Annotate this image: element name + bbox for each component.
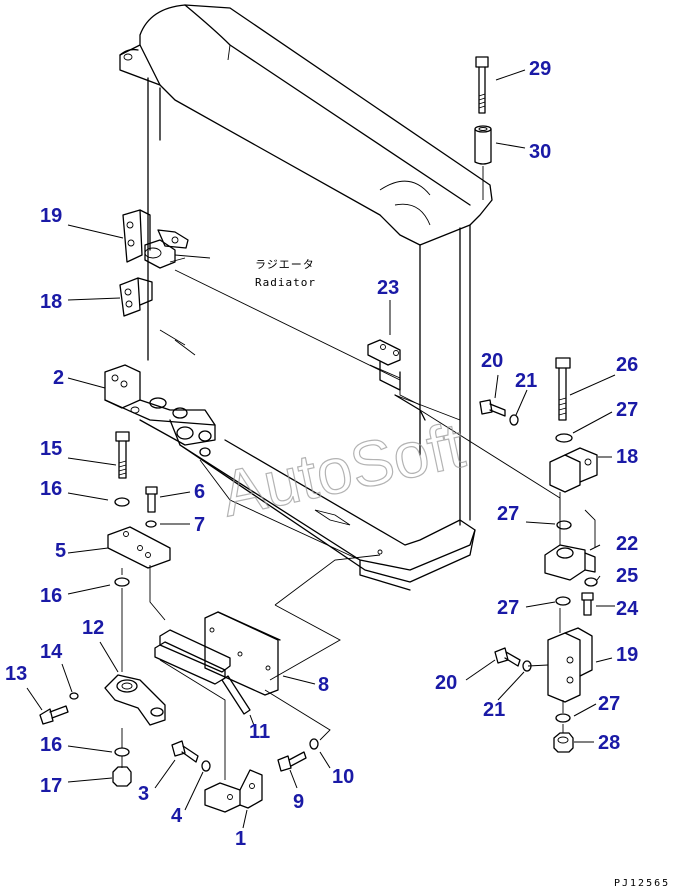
upper-left-bracket <box>119 209 211 317</box>
washer-14 <box>69 692 79 700</box>
callout-2: 2 <box>53 367 64 389</box>
callout-19b: 19 <box>616 644 638 666</box>
bolt-3 <box>171 740 199 763</box>
collar-30 <box>474 125 492 165</box>
callout-20b: 20 <box>435 672 457 694</box>
callout-21b: 21 <box>483 699 505 721</box>
callout-5: 5 <box>55 540 66 562</box>
nut-17 <box>112 766 132 787</box>
callout-22: 22 <box>616 533 638 555</box>
radiator-label-jp: ラジエータ <box>255 258 315 271</box>
callout-11: 11 <box>249 721 270 743</box>
bolt-20-top <box>479 399 506 417</box>
bolt-15 <box>115 431 130 479</box>
callout-25: 25 <box>616 565 638 587</box>
bracket-19-right <box>547 627 593 703</box>
callout-12: 12 <box>82 617 104 639</box>
plate-5 <box>107 526 171 569</box>
bolt-20-bottom <box>494 647 521 667</box>
callout-17: 17 <box>40 775 62 797</box>
bolt-9 <box>277 751 307 772</box>
washer-10 <box>309 738 319 750</box>
callout-8: 8 <box>318 674 329 696</box>
callout-23: 23 <box>377 277 399 299</box>
callout-28: 28 <box>598 732 620 754</box>
callout-15: 15 <box>40 438 62 460</box>
callout-30: 30 <box>529 141 551 163</box>
callout-27b: 27 <box>497 503 519 525</box>
callout-13: 13 <box>5 663 27 685</box>
bolt-26 <box>555 357 571 421</box>
bolt-24 <box>581 592 594 616</box>
bolt-13 <box>39 705 69 725</box>
radiator-label-en: Radiator <box>255 276 316 289</box>
callout-27d: 27 <box>598 693 620 715</box>
callout-7: 7 <box>194 514 205 536</box>
callout-18a: 18 <box>40 291 62 313</box>
callout-numbers: 1 2 3 4 5 6 7 8 9 10 11 12 13 14 15 16 1… <box>5 58 639 850</box>
callout-leaders <box>26 69 616 829</box>
washer-16-a <box>114 497 130 507</box>
drawing-code: PJ12565 <box>614 878 670 889</box>
washer-4 <box>201 760 211 772</box>
callout-4: 4 <box>171 805 183 827</box>
callout-10: 10 <box>332 766 354 788</box>
callout-16b: 16 <box>40 585 62 607</box>
callout-26: 26 <box>616 354 638 376</box>
callout-14: 14 <box>40 641 63 663</box>
bracket-18-right <box>549 447 598 493</box>
washer-27-c <box>555 596 571 606</box>
washer-25 <box>584 577 598 587</box>
callout-20a: 20 <box>481 350 503 372</box>
callout-1: 1 <box>235 828 246 850</box>
bracket-1 <box>204 769 263 813</box>
callout-19a: 19 <box>40 205 62 227</box>
callout-24: 24 <box>616 598 639 620</box>
callout-3: 3 <box>138 783 149 805</box>
rod-11 <box>221 675 251 715</box>
bolt-6 <box>145 486 158 513</box>
washer-27-a <box>555 433 573 443</box>
mount-12 <box>104 674 166 726</box>
callout-16c: 16 <box>40 734 62 756</box>
callout-18b: 18 <box>616 446 638 468</box>
callout-27a: 27 <box>616 399 638 421</box>
lower-left-bracket <box>104 364 216 457</box>
mount-22 <box>544 544 596 581</box>
washer-16-c <box>114 747 130 757</box>
callout-16a: 16 <box>40 478 62 500</box>
callout-27c: 27 <box>497 597 519 619</box>
washer-7 <box>145 520 157 528</box>
callout-9: 9 <box>293 791 304 813</box>
plate-8 <box>154 611 281 696</box>
washer-27-d <box>555 713 571 723</box>
callout-29: 29 <box>529 58 551 80</box>
bolt-29 <box>475 56 489 114</box>
callout-6: 6 <box>194 481 205 503</box>
washer-16-b <box>114 577 130 587</box>
washer-27-b <box>556 520 572 530</box>
callout-21a: 21 <box>515 370 537 392</box>
radiator-assembly <box>119 4 493 591</box>
nut-28 <box>553 732 574 753</box>
washer-21-top <box>509 414 519 426</box>
watermark: AutoSoft <box>215 409 470 531</box>
